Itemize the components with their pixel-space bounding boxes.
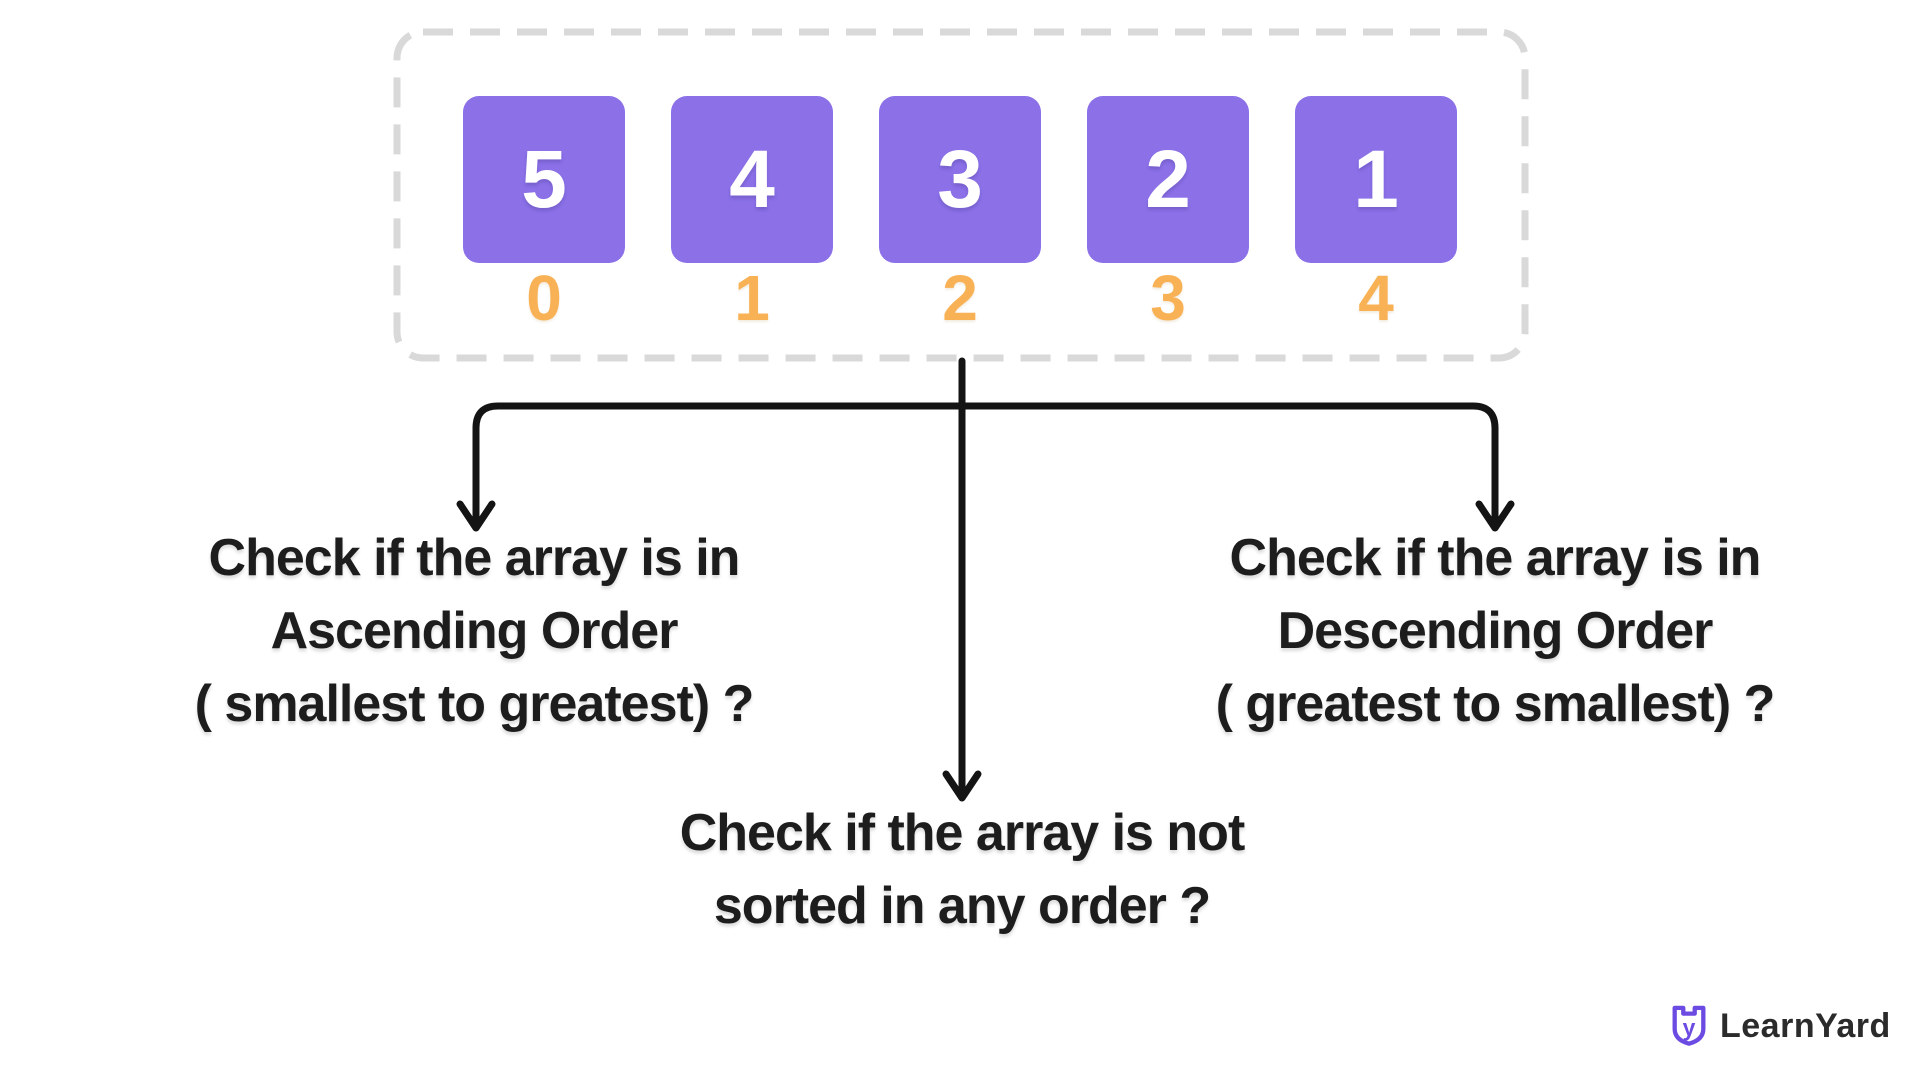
label-line: Check if the array is not xyxy=(679,804,1246,862)
label-line: Check if the array is in xyxy=(1229,529,1762,587)
cell-value: 2 xyxy=(1145,133,1191,225)
array-cell: 5 xyxy=(463,96,625,263)
label-line: sorted in any order ? xyxy=(713,877,1211,935)
label-line: ( greatest to smallest) ? xyxy=(1215,675,1776,733)
cell-value: 1 xyxy=(1353,133,1399,225)
array-index-label: 2 xyxy=(942,262,978,334)
label-line: Descending Order xyxy=(1277,602,1714,660)
arrow-left-head-icon xyxy=(456,500,496,532)
label-line: Check if the array is in xyxy=(208,529,741,587)
array-dashed-border xyxy=(393,28,1529,362)
cell-value: 4 xyxy=(729,133,775,225)
array-cell: 2 xyxy=(1087,96,1249,263)
svg-text:y: y xyxy=(1683,1015,1696,1041)
cell-value: 3 xyxy=(937,133,983,225)
array-index-label: 0 xyxy=(526,262,562,334)
array-cell: 3 xyxy=(879,96,1041,263)
branch-ascending-label: Check if the array is in Ascending Order… xyxy=(114,522,834,741)
arrow-branch-rail xyxy=(472,402,1499,528)
logo-wordmark: LearnYard xyxy=(1720,1006,1891,1045)
shield-icon: y xyxy=(1672,1005,1706,1046)
label-line: Ascending Order xyxy=(270,602,679,660)
branch-descending-label: Check if the array is in Descending Orde… xyxy=(1135,522,1855,741)
array-cell: 4 xyxy=(671,96,833,263)
array-cell: 1 xyxy=(1295,96,1457,263)
cell-value: 5 xyxy=(521,133,567,225)
arrow-center-head-icon xyxy=(942,770,982,802)
array-index-label: 3 xyxy=(1150,262,1186,334)
array-index-label: 4 xyxy=(1358,262,1394,334)
arrow-right-head-icon xyxy=(1475,500,1515,532)
branch-unsorted-label: Check if the array is not sorted in any … xyxy=(602,797,1322,943)
learnyard-logo: y LearnYard xyxy=(1668,1003,1891,1049)
array-index-label: 1 xyxy=(734,262,770,334)
label-line: ( smallest to greatest) ? xyxy=(194,675,755,733)
